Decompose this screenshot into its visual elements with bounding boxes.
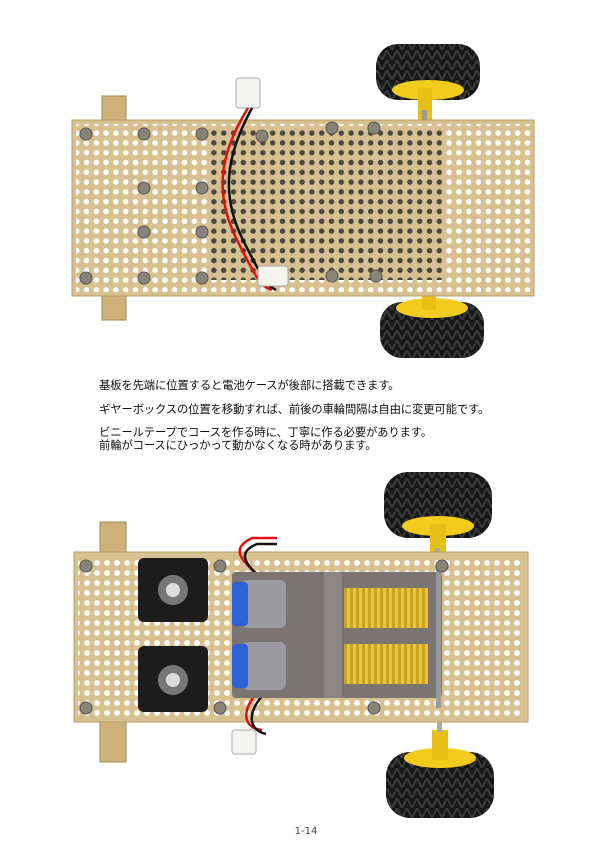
wheel-bottom — [386, 708, 494, 818]
wheel-bottom-right — [380, 268, 484, 358]
caption-battery-placement: 基板を先端に位置すると電池ケースが後部に搭載できます。 — [99, 378, 400, 392]
caption-front-wheel-catch: 前輪がコースにひっかって動かなくなる時があります。 — [99, 438, 377, 452]
sensor-lower — [138, 646, 208, 712]
chassis-bottom-photo — [62, 468, 552, 823]
caption-vinyl-tape-course: ビニールテープでコースを作る時に、丁寧に作る必要があります。 — [99, 425, 432, 439]
page-number: 1-14 — [294, 826, 318, 837]
gearbox — [232, 572, 442, 698]
chassis-top-photo — [62, 40, 552, 365]
sensor-upper — [138, 558, 208, 622]
caption-wheelbase-adjust: ギヤーボックスの位置を移動すれば、前後の車輪間隔は自由に変更可能です。 — [99, 402, 490, 416]
